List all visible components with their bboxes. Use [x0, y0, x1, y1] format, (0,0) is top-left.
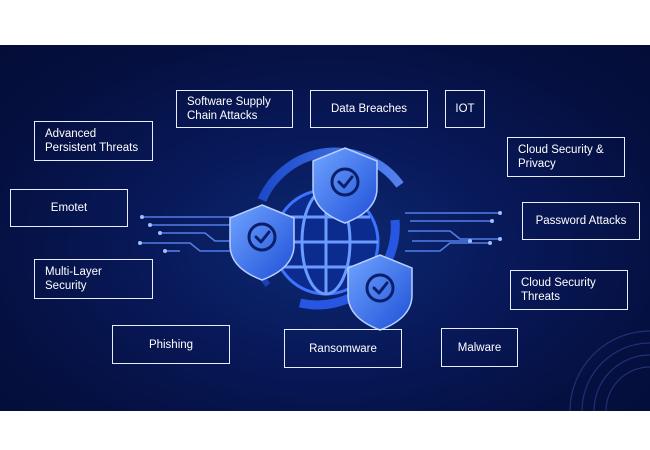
label-iot: IOT: [445, 90, 485, 128]
label-phishing-text: Phishing: [148, 338, 194, 351]
diagram-panel: Software Supply Chain Attacks Data Breac…: [0, 45, 650, 411]
shield-check-icon: [347, 254, 413, 331]
label-data-breaches-text: Data Breaches: [330, 103, 408, 115]
label-data-breaches: Data Breaches: [310, 90, 428, 128]
left-circuit-dots: [138, 215, 167, 253]
right-circuit-dots: [468, 211, 502, 245]
shield-check-icon: [312, 147, 378, 224]
corner-arcs: [569, 330, 650, 411]
label-software-supply-chain-attacks: Software Supply Chain Attacks: [176, 90, 293, 128]
label-cloud-security-threats-text: Cloud Security Threats: [521, 277, 596, 303]
label-emotet-text: Emotet: [50, 202, 88, 214]
label-software-supply-chain-attacks-text: Software Supply Chain Attacks: [187, 96, 271, 122]
label-password-attacks-text: Password Attacks: [535, 215, 627, 227]
label-password-attacks: Password Attacks: [522, 202, 640, 240]
label-emotet: Emotet: [10, 189, 128, 227]
label-phishing: Phishing: [112, 325, 230, 364]
shield-check-icon: [229, 204, 295, 281]
left-circuit-lines: [140, 216, 240, 252]
label-malware-text: Malware: [457, 341, 502, 354]
label-cloud-security-privacy: Cloud Security & Privacy: [507, 137, 625, 177]
central-graphic: [138, 147, 650, 411]
label-cloud-security-privacy-text: Cloud Security & Privacy: [518, 144, 604, 170]
label-cloud-security-threats: Cloud Security Threats: [510, 270, 628, 310]
label-advanced-persistent-threats: Advanced Persistent Threats: [34, 121, 153, 161]
label-ransomware-text: Ransomware: [309, 342, 377, 355]
label-multi-layer-security: Multi-Layer Security: [34, 259, 153, 299]
label-malware: Malware: [441, 328, 518, 367]
label-ransomware: Ransomware: [284, 329, 402, 368]
label-multi-layer-security-text: Multi-Layer Security: [45, 266, 102, 292]
label-iot-text: IOT: [455, 103, 475, 115]
label-advanced-persistent-threats-text: Advanced Persistent Threats: [45, 128, 139, 154]
right-circuit-lines: [405, 212, 500, 252]
